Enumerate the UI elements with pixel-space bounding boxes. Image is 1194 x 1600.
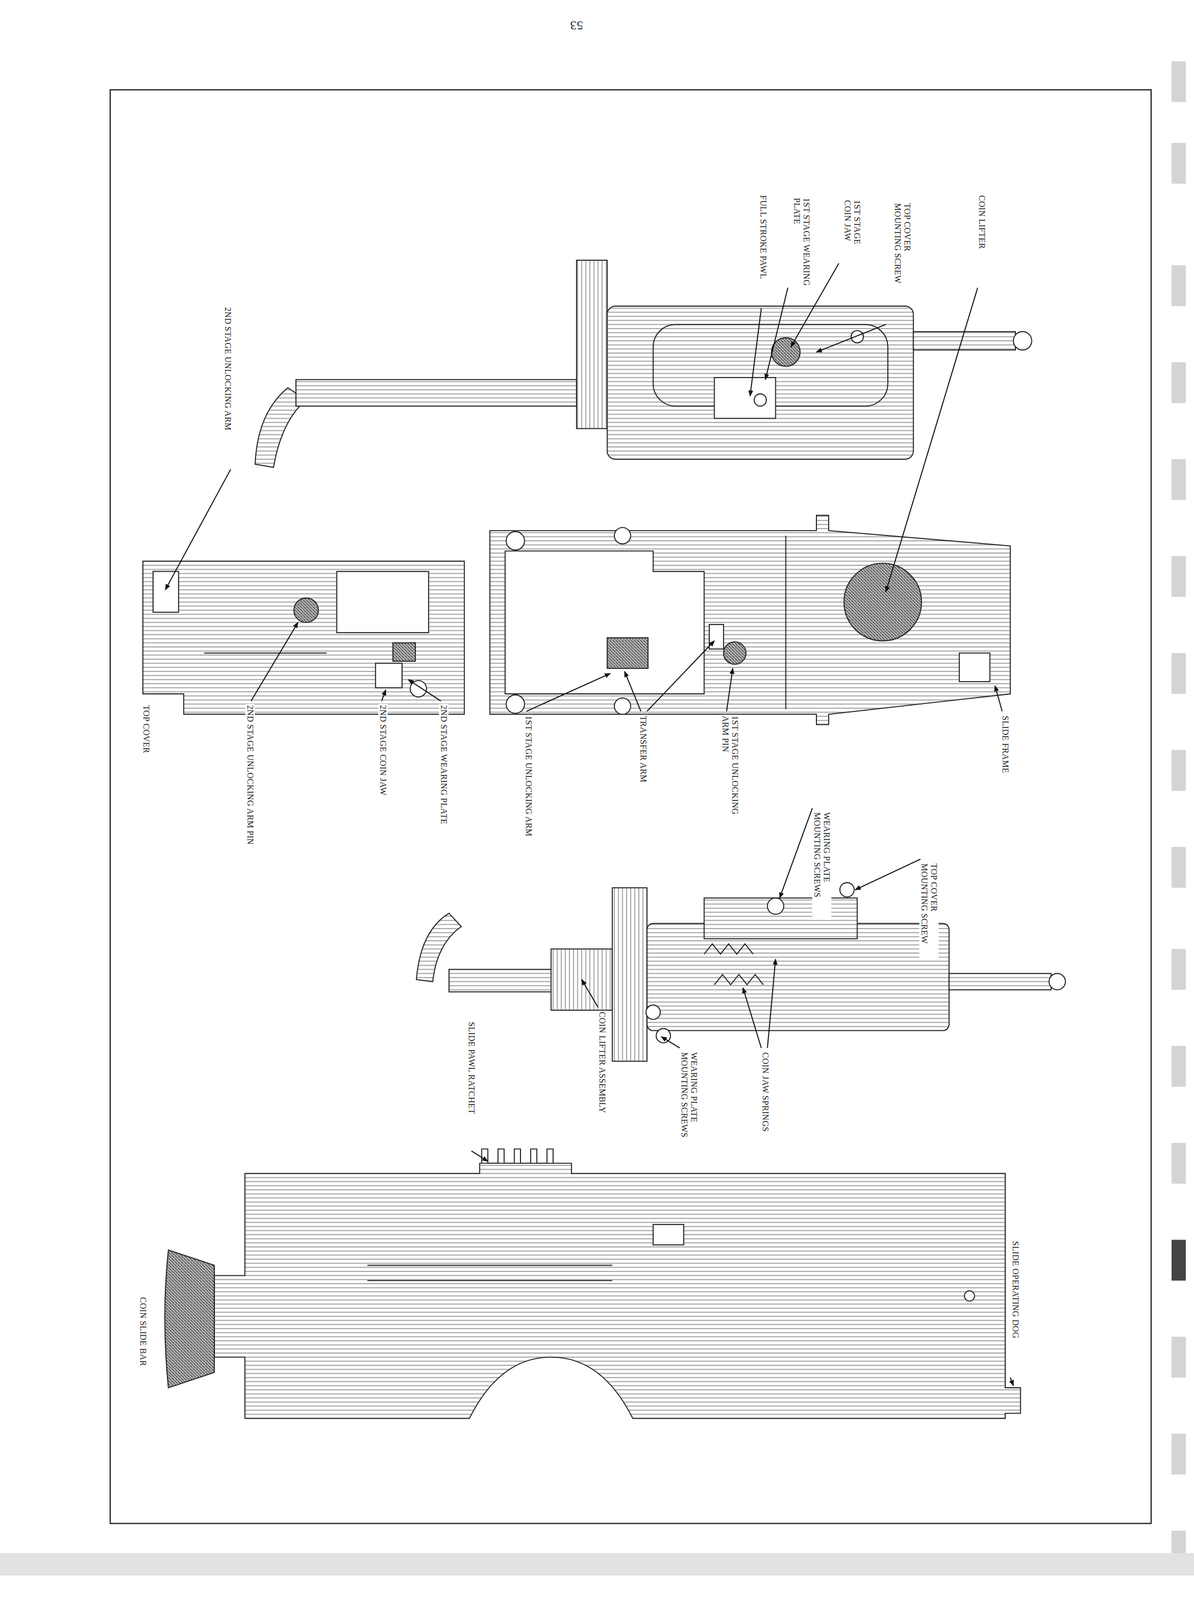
label-holder: TOP COVER xyxy=(141,703,151,755)
slide-assembly-rear-view xyxy=(416,882,1066,1062)
part-label: 1ST STAGE COIN JAW xyxy=(842,198,862,268)
part-label: SLIDE OPERATING DOG xyxy=(1010,1239,1021,1340)
part-label: SLIDE PAWL RATCHET xyxy=(466,1020,477,1116)
part-label: 2ND STAGE UNLOCKING ARM PIN xyxy=(245,703,255,846)
coin-slide-bar-drawing xyxy=(164,1148,1021,1418)
part-label: 2ND STAGE COIN JAW xyxy=(378,703,388,797)
slide-frame-drawing xyxy=(490,515,1011,725)
scan-marks xyxy=(0,61,1194,1576)
label-holder: 2ND STAGE UNLOCKING ARM xyxy=(222,306,233,432)
label-holder: 1ST STAGE UNLOCKING ARM PIN xyxy=(720,714,740,823)
label-holder: SLIDE PAWL RATCHET xyxy=(466,1020,477,1116)
part-label: COIN JAW SPRINGS xyxy=(760,1051,771,1133)
part-label: COIN SLIDE BAR xyxy=(138,1295,148,1368)
label-holder: SLIDE OPERATING DOG xyxy=(1010,1239,1021,1340)
part-label: 1ST STAGE WEARING PLATE xyxy=(791,196,812,287)
label-holder: 1ST STAGE WEARING PLATE xyxy=(791,196,812,287)
part-label: TOP COVER xyxy=(141,703,151,755)
label-holder: TOP COVER MOUNTING SCREW xyxy=(919,862,939,958)
top-cover-drawing xyxy=(142,561,465,715)
label-holder: 53 xyxy=(569,18,585,33)
label-holder: 1ST STAGE UNLOCKING ARM xyxy=(523,714,534,838)
part-label: TRANSFER ARM xyxy=(638,714,648,784)
label-holder: 2ND STAGE WEARING PLATE xyxy=(438,703,449,826)
part-label: TOP COVER MOUNTING SCREW xyxy=(919,862,939,958)
part-label: WEARING PLATE MOUNTING SCREWS xyxy=(679,1051,699,1160)
page-number: 53 xyxy=(569,18,585,33)
label-holder: WEARING PLATE MOUNTING SCREWS xyxy=(679,1051,699,1160)
part-label: 1ST STAGE UNLOCKING ARM xyxy=(523,714,534,838)
slide-assembly-side-view xyxy=(254,260,1032,468)
label-holder: FULL STROKE PAWL xyxy=(758,194,768,280)
label-holder: 2ND STAGE UNLOCKING ARM PIN xyxy=(245,703,255,846)
label-holder: 2ND STAGE COIN JAW xyxy=(378,703,388,797)
part-label: 1ST STAGE UNLOCKING ARM PIN xyxy=(720,714,740,823)
label-holder: TOP COVER MOUNTING SCREW xyxy=(892,202,912,298)
label-holder: WEARING PLATE MOUNTING SCREWS xyxy=(812,811,832,920)
label-holder: COIN LIFTER ASSEMBLY xyxy=(597,1010,607,1115)
part-label: COIN LIFTER xyxy=(976,194,987,251)
label-holder: COIN LIFTER xyxy=(976,194,987,251)
part-label: COIN LIFTER ASSEMBLY xyxy=(597,1010,607,1115)
label-holder: TRANSFER ARM xyxy=(638,714,648,784)
part-label: 2ND STAGE WEARING PLATE xyxy=(438,703,449,826)
part-label: WEARING PLATE MOUNTING SCREWS xyxy=(812,811,832,920)
page-frame xyxy=(110,89,1152,1524)
label-holder: COIN SLIDE BAR xyxy=(138,1295,148,1368)
label-holder: COIN JAW SPRINGS xyxy=(760,1051,771,1133)
leader-lines xyxy=(165,263,1014,1386)
label-holder: SLIDE FRAME xyxy=(1000,714,1011,775)
part-label: TOP COVER MOUNTING SCREW xyxy=(892,202,912,298)
label-holder: 1ST STAGE COIN JAW xyxy=(842,198,862,268)
part-label: FULL STROKE PAWL xyxy=(758,194,768,280)
part-label: 2ND STAGE UNLOCKING ARM xyxy=(222,306,233,432)
part-label: SLIDE FRAME xyxy=(1000,714,1011,775)
